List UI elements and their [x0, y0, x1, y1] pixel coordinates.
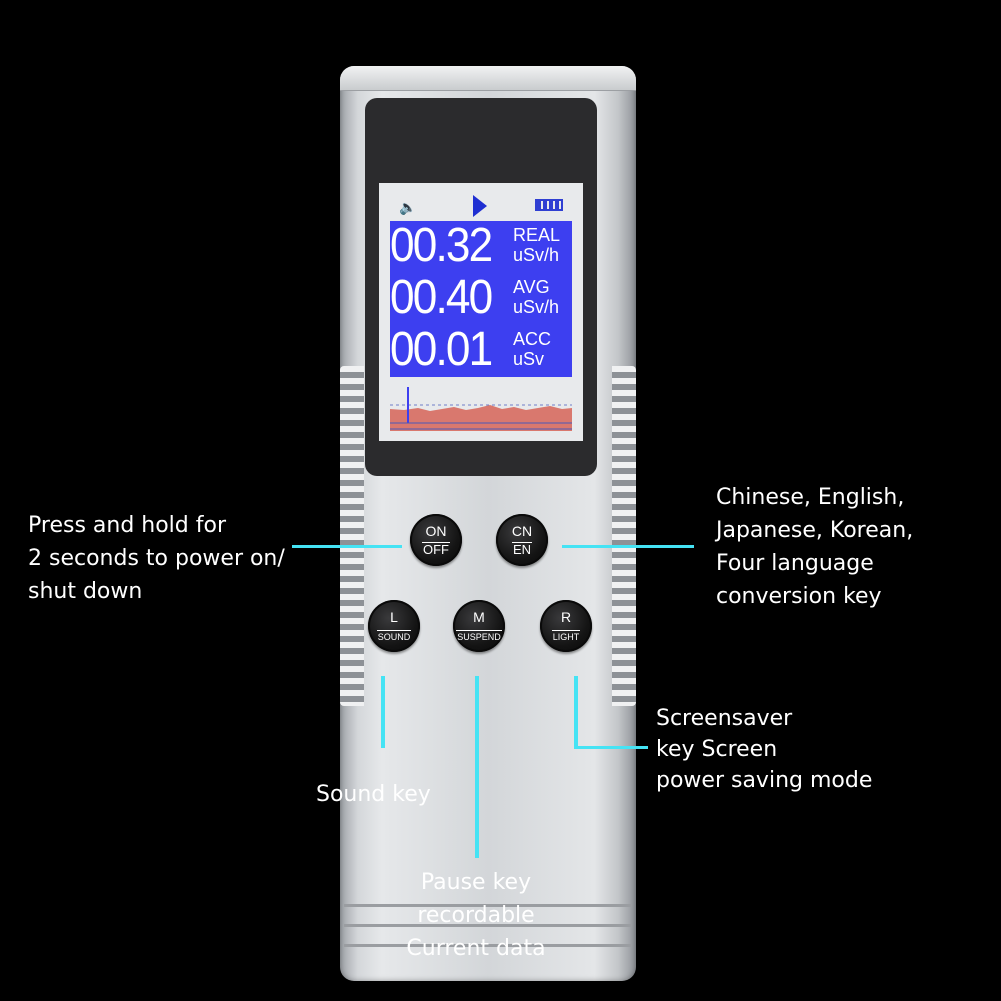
pause-callout-line-2: recordable [417, 903, 535, 928]
sound-top-label: L [390, 609, 398, 625]
suspend-button[interactable]: M SUSPEND [453, 600, 505, 652]
speaker-icon: 🔈 [399, 200, 417, 216]
sound-callout-line-1: Sound key [316, 782, 431, 807]
sound-button[interactable]: L SOUND [368, 600, 420, 652]
power-callout: Press and hold for 2 seconds to power on… [28, 509, 328, 608]
acc-mode-label: ACC [513, 329, 552, 349]
status-bar: 🔈 [379, 183, 583, 221]
sound-callout-line [381, 676, 385, 748]
screensaver-callout-line-2: key Screen [656, 737, 778, 762]
on-off-bottom-label: OFF [422, 542, 450, 557]
on-off-button[interactable]: ON OFF [410, 514, 462, 566]
cn-en-button[interactable]: CN EN [496, 514, 548, 566]
acc-reading: 00.01 ACC uSv [390, 325, 572, 377]
pause-callout: Pause key recordable Current data [378, 866, 574, 965]
suspend-top-label: M [473, 609, 485, 625]
left-grip-ridges [340, 366, 364, 706]
pause-callout-line-3: Current data [406, 936, 546, 961]
power-callout-line-1: Press and hold for [28, 513, 226, 538]
light-bottom-label: LIGHT [551, 630, 581, 642]
bottom-groove [344, 924, 632, 927]
language-callout: Chinese, English, Japanese, Korean, Four… [716, 481, 996, 613]
screensaver-callout-line-vertical [574, 676, 578, 748]
history-graph-svg [390, 387, 572, 431]
play-icon [473, 195, 487, 217]
sound-callout: Sound key [316, 778, 476, 811]
pause-callout-line-1: Pause key [420, 870, 532, 895]
acc-unit-label: uSv [513, 349, 545, 369]
sound-bottom-label: SOUND [376, 630, 412, 642]
real-mode-label: REAL [513, 225, 561, 245]
avg-mode-label: AVG [513, 277, 550, 297]
real-value: 00.32 [390, 219, 493, 272]
on-off-top-label: ON [425, 523, 447, 539]
real-reading: 00.32 REAL uSv/h [390, 221, 572, 273]
bottom-groove [344, 944, 632, 947]
cn-en-bottom-label: EN [511, 542, 533, 557]
real-unit-label: uSv/h [513, 245, 560, 265]
dose-history-graph [390, 383, 572, 431]
device-top-cap [340, 66, 636, 91]
screensaver-callout-line-horizontal [574, 746, 648, 749]
light-top-label: R [560, 609, 572, 625]
battery-icon [535, 199, 563, 211]
pause-callout-line [475, 676, 479, 858]
screensaver-callout-line-1: Screensaver [656, 706, 793, 731]
light-button[interactable]: R LIGHT [540, 600, 592, 652]
language-callout-line [562, 545, 694, 548]
avg-reading: 00.40 AVG uSv/h [390, 273, 572, 325]
lcd-screen: 🔈 00.32 REAL uSv/h 00.40 AVG uSv/h 00.01… [379, 183, 583, 441]
suspend-bottom-label: SUSPEND [456, 630, 502, 642]
language-callout-line-2: Japanese, Korean, [716, 518, 914, 543]
language-callout-line-1: Chinese, English, [716, 485, 905, 510]
language-callout-line-3: Four language [716, 551, 874, 576]
language-callout-line-4: conversion key [716, 584, 882, 609]
readings-panel: 00.32 REAL uSv/h 00.40 AVG uSv/h 00.01 A… [390, 221, 572, 377]
acc-value: 00.01 [390, 323, 493, 376]
cn-en-top-label: CN [511, 523, 533, 539]
right-grip-ridges [612, 366, 636, 706]
power-callout-line-2: 2 seconds to power on/ [28, 546, 285, 571]
power-callout-line [292, 545, 402, 548]
bottom-groove [344, 904, 632, 907]
avg-value: 00.40 [390, 271, 493, 324]
power-callout-line-3: shut down [28, 579, 143, 604]
screensaver-callout: Screensaver key Screen power saving mode [656, 703, 956, 796]
screensaver-callout-line-3: power saving mode [656, 768, 873, 793]
avg-unit-label: uSv/h [513, 297, 560, 317]
